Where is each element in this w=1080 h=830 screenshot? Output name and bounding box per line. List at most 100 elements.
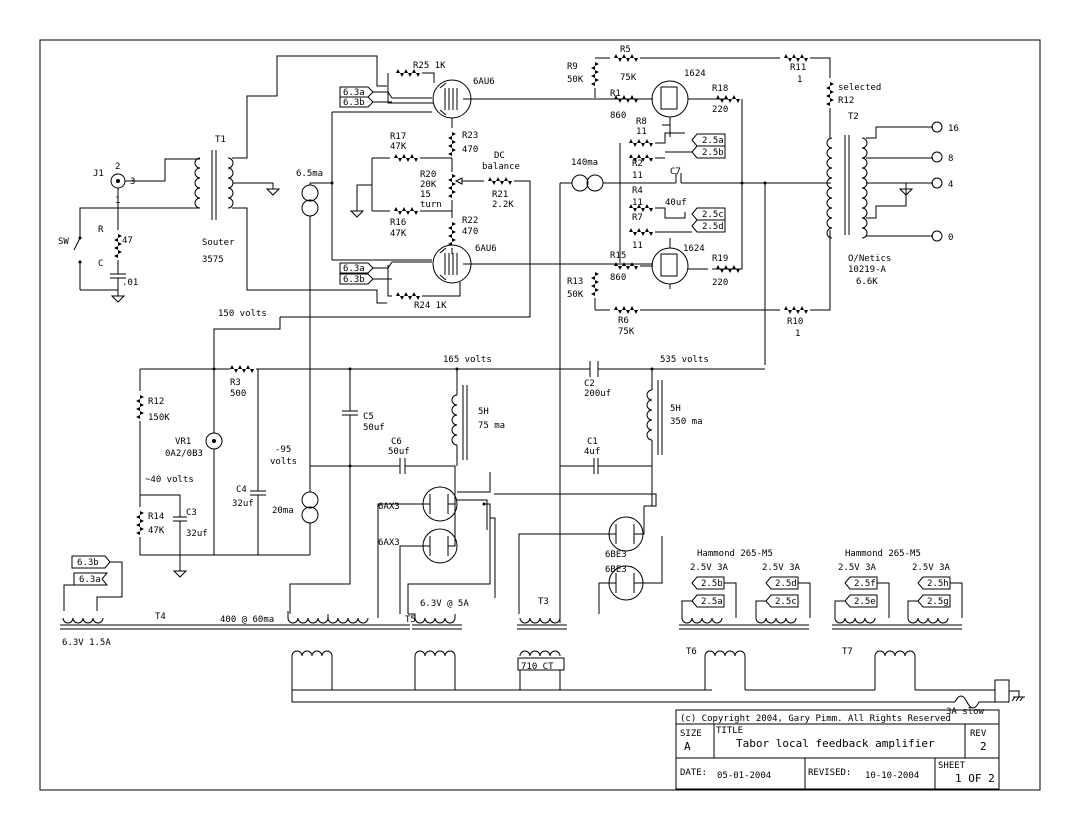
tube-6be3-b: 6BE3 <box>605 565 627 575</box>
r12-selected-l1: selected <box>838 83 881 93</box>
heater-tag-2-5f-t7 <box>844 576 878 590</box>
t3-sec: 710 CT <box>521 662 554 672</box>
c5-val: 50uf <box>363 423 385 433</box>
r22-ref: R22 <box>462 216 478 226</box>
r12-selected-l2: R12 <box>838 96 854 106</box>
r11-ref: R11 <box>790 63 806 73</box>
tube-1624-bot: 1624 <box>683 244 705 254</box>
heater-tag-2-5b-t6 <box>691 576 725 590</box>
r7-ref: R7 <box>632 213 643 223</box>
r-in-ref: R <box>98 225 104 235</box>
t2-model: 10219-A <box>848 265 887 275</box>
tb-sheet-label: SHEET <box>938 761 966 771</box>
output-stage: R9 50K R5 75K R11 1 selected R12 R1 860 … <box>567 45 881 365</box>
c6-val: 50uf <box>388 447 410 457</box>
r21-val: 2.2K <box>492 200 514 210</box>
tap-0-terminal[interactable] <box>931 230 943 242</box>
r9-val: 50K <box>567 75 584 85</box>
svg-text:2.5c: 2.5c <box>702 210 724 220</box>
t7-mfr: Hammond 265-M5 <box>845 549 921 559</box>
tube-6au6-bot: 6AU6 <box>475 244 497 254</box>
heater-tag-2-5c-t6 <box>765 594 799 608</box>
svg-text:2.5a: 2.5a <box>701 597 723 607</box>
v165-label: 165 volts <box>443 355 492 365</box>
tap-8-terminal[interactable] <box>931 151 943 163</box>
r23-ref: R23 <box>462 131 478 141</box>
heater-tag-2-5d-t6 <box>765 576 799 590</box>
v150-label: 150 volts <box>218 309 267 319</box>
svg-text:6.3a: 6.3a <box>343 88 365 98</box>
r-in-val: 47 <box>122 236 133 246</box>
t6-s1: 2.5V 3A <box>690 563 729 573</box>
r15-val: 860 <box>610 273 626 283</box>
current-source-6-5ma: 6.5ma <box>296 169 323 466</box>
heater-tag-6-3a-bot <box>339 262 374 274</box>
tube-1624-top: 1624 <box>684 69 706 79</box>
c2-ref: C2 <box>584 379 595 389</box>
r19-val: 220 <box>712 278 728 288</box>
sheet-border <box>39 39 1041 791</box>
r9-ref: R9 <box>567 62 578 72</box>
dc-balance-l2: balance <box>482 162 520 172</box>
tb-sheet-value: 1 OF 2 <box>955 772 995 785</box>
r14-ref: R14 <box>148 512 164 522</box>
heater-tag-6-3a-top <box>339 86 374 98</box>
r16-val: 47K <box>390 229 407 239</box>
heater-tag-2-5e-t7 <box>844 594 878 608</box>
r8-val: 11 <box>636 127 647 137</box>
heater-tag-6-3b-t4 <box>71 555 111 569</box>
r3-val: 500 <box>230 389 246 399</box>
vr1-val: 0A2/0B3 <box>165 449 203 459</box>
c4-ref: C4 <box>236 485 247 495</box>
j1-pin3: 3 <box>130 177 135 187</box>
t5-ref: T5 <box>405 615 416 625</box>
r2-ref: R2 <box>632 159 643 169</box>
tap-16-terminal[interactable] <box>931 121 943 133</box>
t4-ref: T4 <box>155 612 166 622</box>
heater-tag-2-5b <box>691 145 726 159</box>
r1-val: 860 <box>610 111 626 121</box>
tb-title-value: Tabor local feedback amplifier <box>736 737 935 750</box>
input-section: J1 2 3 1 R 47 C .01 SW <box>58 158 198 303</box>
transformer-t7: Hammond 265-M5 2.5V 3A 2.5V 3A 2.5f 2.5e… <box>832 549 963 690</box>
r10-val: 1 <box>795 329 800 339</box>
heater-tag-2-5a-t6 <box>691 594 725 608</box>
r1-ref: R1 <box>610 89 621 99</box>
heater-tag-2-5h-t7 <box>917 576 951 590</box>
driver-stage: 6AU6 R25 1K 6.3a 6.3b R23 470 R20 20K 15… <box>280 61 653 318</box>
fuse-label: 3A slow <box>946 707 985 717</box>
svg-text:2.5h: 2.5h <box>927 579 949 589</box>
svg-text:2.5e: 2.5e <box>854 597 876 607</box>
tb-revised-label: REVISED: <box>808 768 851 778</box>
l2-val: 5H <box>670 404 681 414</box>
l1-val: 5H <box>478 407 489 417</box>
tb-date-label: DATE: <box>680 768 707 778</box>
r8-ref: R8 <box>636 117 647 127</box>
r23-val: 470 <box>462 145 478 155</box>
l1-cur: 75 ma <box>478 421 505 431</box>
tb-title-label: TITLE <box>716 726 743 736</box>
heater-tag-6-3b-top <box>339 96 374 108</box>
transformer-t3: T3 710 CT <box>517 597 567 690</box>
c-in-val: .01 <box>122 278 138 288</box>
tap-4-terminal[interactable] <box>931 177 943 189</box>
r24-label: R24 1K <box>414 301 447 311</box>
r6-ref: R6 <box>618 316 629 326</box>
r13-ref: R13 <box>567 277 583 287</box>
r11-val: 1 <box>797 75 802 85</box>
tap-8-label: 8 <box>948 154 953 164</box>
c7-val: 40uf <box>665 198 687 208</box>
tb-revised-value: 10-10-2004 <box>865 771 919 781</box>
vr1-ref: VR1 <box>175 437 191 447</box>
t2-mfr: O/Netics <box>848 254 891 264</box>
vm95-l2: volts <box>270 457 297 467</box>
title-block: (c) Copyright 2004, Gary Pimm. All Right… <box>675 709 1000 790</box>
output-transformer-t2: T2 16 8 4 0 O/Netics 10219-A 6.6K <box>826 112 959 287</box>
t7-s2: 2.5V 3A <box>912 563 951 573</box>
svg-text:2.5d: 2.5d <box>702 222 724 232</box>
transformer-t5: T5 6.3V @ 5A <box>405 599 469 690</box>
sw-label: SW <box>58 237 69 247</box>
svg-text:2.5g: 2.5g <box>927 597 949 607</box>
t7-s1: 2.5V 3A <box>838 563 877 573</box>
